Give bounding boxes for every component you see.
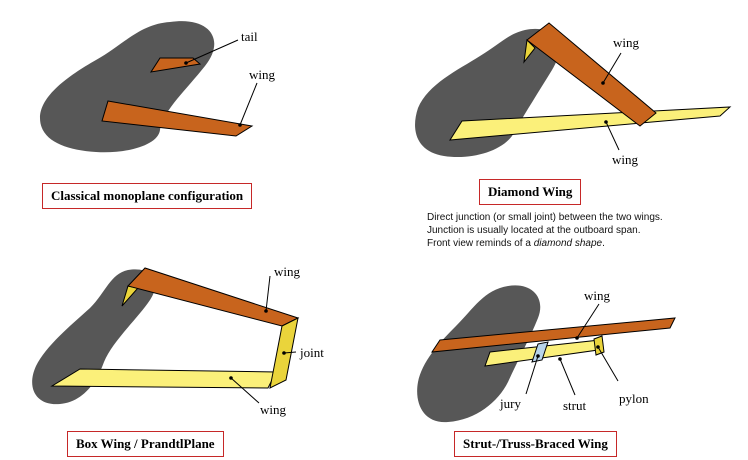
classical-tail [149,57,202,73]
caption-diamond: Diamond Wing [479,179,582,205]
caption-classical: Classical monoplane configuration [42,183,253,209]
label-joint: joint [299,345,324,360]
panel-diamond: wing wing [415,22,732,167]
classical-wing [101,100,254,137]
label-pylon: pylon [619,391,649,406]
classical-shadow [40,21,215,153]
jury-marker [536,354,540,358]
caption-box: Box Wing / PrandtlPlane [67,431,224,457]
strut-marker [558,357,562,361]
panel-strut: wing jury strut pylon [417,285,676,423]
note-line-3-italic: diamond shape [533,238,603,249]
note-line-1: Direct junction (or small joint) between… [427,212,663,223]
caption-strut: Strut-/Truss-Braced Wing [454,431,617,457]
strut-jury [531,341,549,363]
label-box-wing-bottom: wing [260,402,287,417]
panel-box: wing joint wing [32,264,324,417]
label-jury: jury [499,396,521,411]
diamond-root-stub [523,38,536,64]
strut-main-wing [430,317,676,353]
strut-shadow [417,285,541,423]
joint-marker [282,351,286,355]
label-wing-bottom: wing [612,152,639,167]
label-wing: wing [249,67,276,82]
note-line-2: Junction is usually located at the outbo… [427,225,641,236]
label-strut: strut [563,398,587,413]
pylon-marker [596,345,600,349]
diamond-shadow [415,28,559,158]
note-line-3-suffix: . [602,238,605,249]
label-strut-wing: wing [584,288,611,303]
panel-classical: tail wing [40,21,276,153]
label-box-wing-top: wing [274,264,301,279]
upper-wing-marker [601,81,605,85]
box-upper-wing [127,267,300,327]
box-upper-marker [264,309,268,313]
lower-wing-marker [604,120,608,124]
note-line-3: Front view reminds of a diamond shape. [427,237,663,250]
note-line-3-prefix: Front view reminds of a [427,238,534,249]
diamond-note: Direct junction (or small joint) between… [427,211,663,250]
strut-wing-marker [575,336,579,340]
tail-marker [184,61,188,65]
label-wing-top: wing [613,35,640,50]
strut-pylon [593,335,605,356]
diamond-upper-wing [526,22,657,127]
box-lower-wing [50,368,277,389]
wing-marker [238,123,242,127]
box-lower-marker [229,376,233,380]
label-tail: tail [241,29,258,44]
